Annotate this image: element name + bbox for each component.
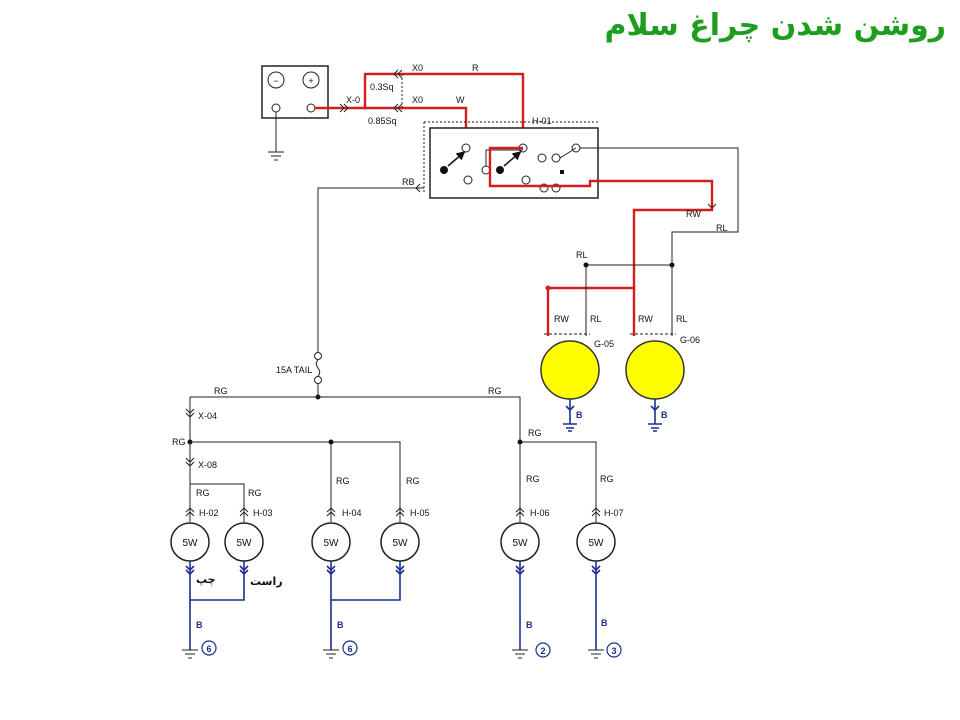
wire-rl-label: RL: [716, 223, 728, 233]
x0-label-a: X0: [412, 63, 423, 73]
x08-label: X-08: [198, 460, 217, 470]
svg-text:5W: 5W: [237, 538, 253, 549]
wire-rb-label: RB: [402, 177, 415, 187]
rg-h03-label: RG: [248, 488, 262, 498]
bulb-h05: 5W: [380, 522, 420, 562]
g05-rw-label: RW: [554, 314, 569, 324]
h04-code: H-04: [342, 508, 362, 518]
battery-negative: −: [273, 76, 278, 86]
rg-h04-label: RG: [336, 476, 350, 486]
svg-text:5W: 5W: [589, 538, 605, 549]
rg-h02-label: RG: [196, 488, 210, 498]
fuse-15a-tail: [314, 352, 322, 384]
ground-b-label-4: B: [601, 618, 608, 628]
h06-code: H-06: [530, 508, 550, 518]
ground-icon: [512, 649, 528, 659]
x0-label-c: X-0: [346, 95, 360, 105]
ground-icon: [182, 649, 198, 659]
ground-icon: [323, 649, 339, 659]
svg-text:5W: 5W: [393, 538, 409, 549]
g06-rl-label: RL: [676, 314, 688, 324]
switch-code-h01: H-01: [532, 116, 552, 126]
ground-number-4: 3: [611, 646, 616, 656]
h02-code: H-02: [199, 508, 219, 518]
bulb-h07: 5W: [576, 522, 616, 562]
g05-b-label: B: [576, 410, 583, 420]
svg-text:5W: 5W: [183, 538, 199, 549]
rg-h07-label: RG: [600, 474, 614, 484]
ground-b-label-2: B: [337, 620, 344, 630]
h07-code: H-07: [604, 508, 624, 518]
ground-icon: [588, 649, 604, 659]
wire-w-label: W: [456, 95, 465, 105]
ground-number-1: 6: [206, 644, 211, 654]
g06-b-label: B: [661, 410, 668, 420]
ground-icon: [268, 151, 284, 161]
fuse-label: 15A TAIL: [276, 365, 312, 375]
bulb-h06: 5W: [500, 522, 540, 562]
rg-h06-label: RG: [526, 474, 540, 484]
ground-number-2: 6: [347, 644, 352, 654]
svg-text:5W: 5W: [324, 538, 340, 549]
h05-code: H-05: [410, 508, 430, 518]
ground-icon: [648, 423, 662, 432]
rg-top-left-label: RG: [214, 386, 228, 396]
g05-code: G-05: [594, 339, 614, 349]
battery: − +: [261, 65, 329, 119]
x0-label-b: X0: [412, 95, 423, 105]
battery-positive: +: [308, 76, 313, 86]
headlamp-g06: [625, 340, 685, 400]
wire-size-03: 0.3Sq: [370, 82, 394, 92]
ground-b-label-1: B: [196, 620, 203, 630]
h03-code: H-03: [253, 508, 273, 518]
bulb-h03: 5W: [224, 522, 264, 562]
ground-b-label-3: B: [526, 620, 533, 630]
rg-mid-left-label: RG: [172, 437, 186, 447]
rg-h05-label: RG: [406, 476, 420, 486]
ground-icon: [563, 423, 577, 432]
wire-rl-top-label: RL: [576, 250, 588, 260]
left-side-label: چپ: [196, 573, 216, 586]
g06-rw-label: RW: [638, 314, 653, 324]
page-title: روشن شدن چراغ سلام: [604, 8, 946, 43]
bulb-h04: 5W: [311, 522, 351, 562]
rg-top-right-label: RG: [488, 386, 502, 396]
x04-label: X-04: [198, 411, 217, 421]
right-side-label: راست: [250, 575, 283, 588]
headlamp-g05: [540, 340, 600, 400]
ground-number-3: 2: [540, 646, 545, 656]
rg-right-bus-label: RG: [528, 428, 542, 438]
wire-r-label: R: [472, 63, 479, 73]
g05-rl-label: RL: [590, 314, 602, 324]
wire-rw-label: RW: [686, 209, 701, 219]
bulb-h02: 5W: [170, 522, 210, 562]
g06-code: G-06: [680, 335, 700, 345]
wire-size-085: 0.85Sq: [368, 116, 397, 126]
svg-text:5W: 5W: [513, 538, 529, 549]
